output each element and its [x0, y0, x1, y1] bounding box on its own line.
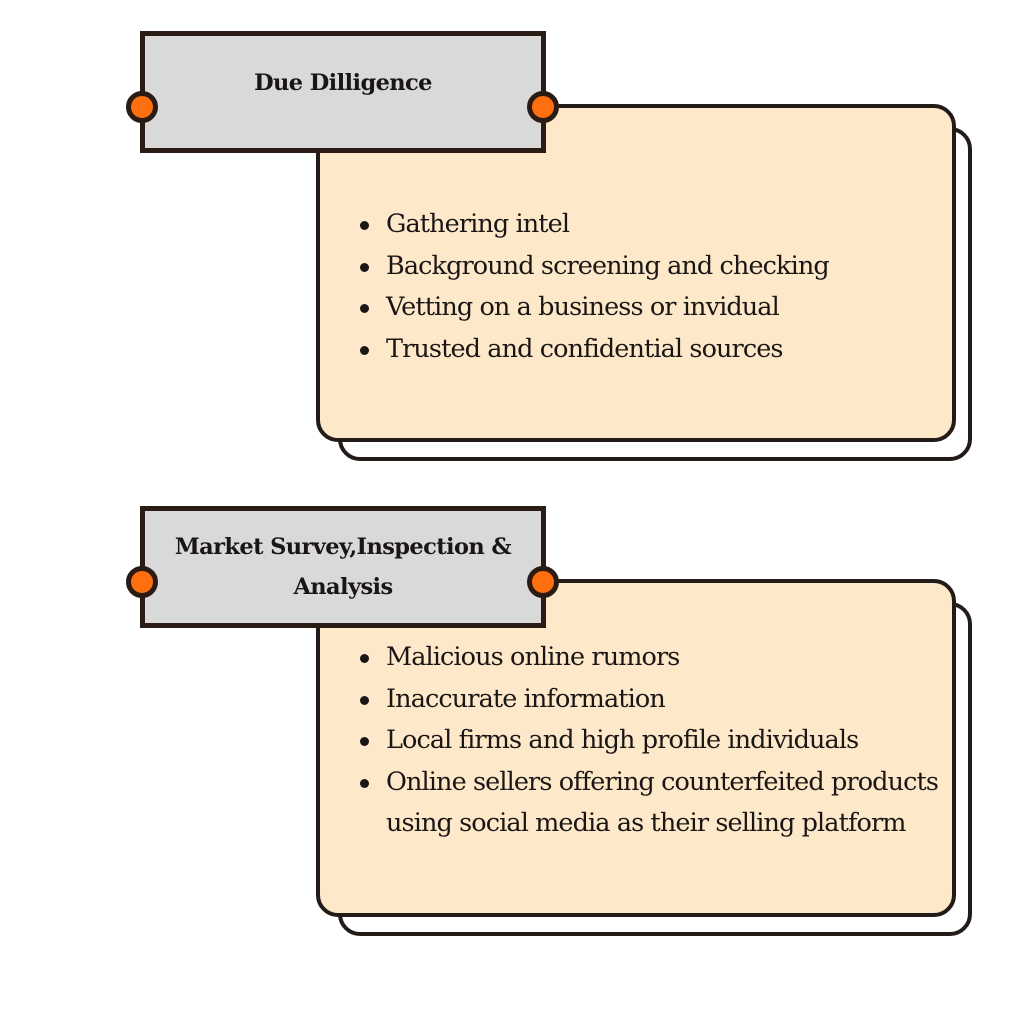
connector-dot-icon [527, 566, 559, 598]
list-item: Background screening and checking [360, 246, 940, 288]
section-title-line: Market Survey,Inspection & [174, 534, 512, 560]
list-item-text: using social media as their selling plat… [386, 808, 906, 838]
section-market-survey: Malicious online rumors Inaccurate infor… [0, 475, 1024, 955]
section-title: Market Survey,Inspection & Analysis [174, 527, 512, 607]
bullet-icon [360, 345, 369, 355]
bullet-icon [360, 262, 369, 272]
bullet-icon [360, 737, 369, 746]
section-title-line: Analysis [293, 574, 393, 600]
bullet-icon [360, 778, 369, 788]
list-item: Gathering intel [360, 204, 940, 246]
section-header: Due Dilligence [140, 31, 546, 153]
list-item-text: Trusted and confidential sources [386, 333, 784, 364]
list-item-continuation: using social media as their selling plat… [360, 803, 940, 845]
list-item: Local firms and high profile individuals [360, 720, 940, 762]
bullet-list: Gathering intel Background screening and… [360, 204, 940, 370]
section-due-diligence: Gathering intel Background screening and… [0, 0, 1024, 480]
list-item-text: Vetting on a business or invidual [386, 292, 780, 322]
connector-dot-icon [126, 566, 158, 598]
section-header: Market Survey,Inspection & Analysis [140, 506, 546, 628]
list-item-text: Gathering intel [386, 209, 570, 239]
list-item-text: Background screening and checking [386, 250, 830, 281]
list-item: Online sellers offering counterfeited pr… [360, 762, 940, 804]
list-item-text: Online sellers offering counterfeited pr… [386, 766, 939, 797]
list-item-text: Inaccurate information [386, 683, 666, 714]
list-item-text: Malicious online rumors [386, 642, 680, 672]
content-card: Gathering intel Background screening and… [316, 104, 956, 442]
section-title: Due Dilligence [254, 70, 432, 96]
bullet-icon [360, 221, 369, 230]
list-item: Trusted and confidential sources [360, 329, 940, 371]
bullet-icon [360, 695, 369, 705]
list-item: Malicious online rumors [360, 637, 940, 679]
list-item: Vetting on a business or invidual [360, 287, 940, 329]
list-item-text: Local firms and high profile individuals [386, 725, 859, 755]
content-card: Malicious online rumors Inaccurate infor… [316, 579, 956, 917]
bullet-icon [360, 304, 369, 313]
list-item: Inaccurate information [360, 679, 940, 721]
connector-dot-icon [126, 91, 158, 123]
connector-dot-icon [527, 91, 559, 123]
bullet-icon [360, 654, 369, 663]
bullet-list: Malicious online rumors Inaccurate infor… [360, 637, 940, 845]
